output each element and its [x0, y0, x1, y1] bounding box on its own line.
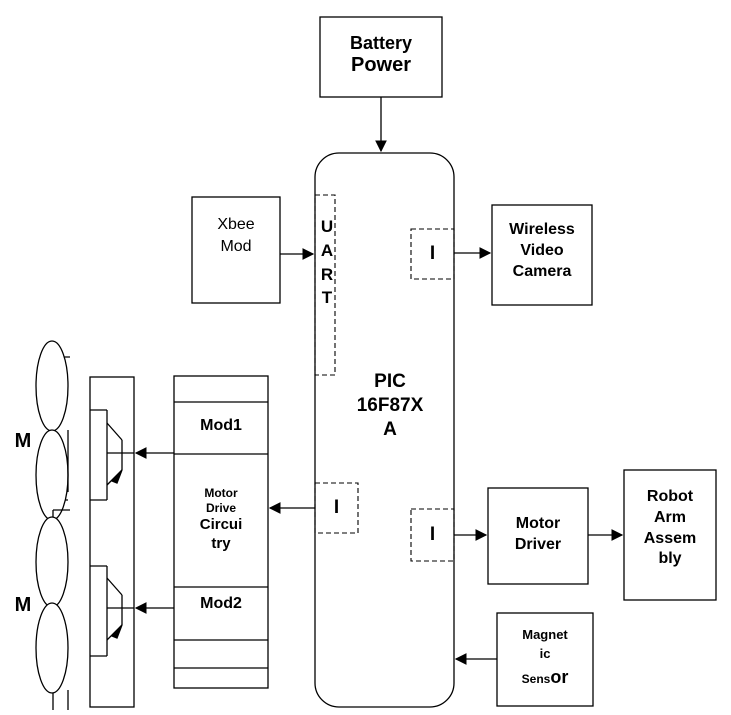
- magnetic-sensor-label: Magnet ic Sensor: [521, 627, 569, 687]
- motor-bottom: [35, 509, 70, 710]
- motor-driver-box: [487, 487, 589, 585]
- mod2-label: Mod2: [200, 595, 242, 612]
- motor-drive-label: Motor Drive Circui try: [199, 486, 243, 552]
- mod1-label: Mod1: [200, 417, 242, 434]
- xbee-box: [191, 196, 281, 304]
- uart-port: [314, 194, 336, 376]
- motor-label-bottom: M: [14, 594, 32, 616]
- magnetic-sensor-box: [496, 612, 594, 707]
- xbee-label: Xbee Mod: [217, 216, 255, 255]
- motor-driver-label: Motor Driver: [514, 515, 562, 553]
- io-label-motor-drive: I: [333, 497, 340, 518]
- battery-box: [319, 16, 443, 98]
- motor-top: [35, 340, 70, 521]
- robot-arm-box: [623, 469, 717, 601]
- motor-label-top: M: [14, 430, 32, 452]
- pic-block: [314, 152, 455, 708]
- battery-label: Battery Power: [349, 33, 413, 76]
- robot-arm-label: Robot Arm Assem bly: [643, 488, 697, 568]
- io-port-camera: [410, 228, 455, 280]
- pic-label: PIC 16F87X A: [356, 371, 424, 440]
- transistor-stage: [89, 376, 135, 708]
- camera-label: Wireless Video Camera: [509, 221, 575, 280]
- io-label-motor-driver: I: [429, 524, 436, 545]
- io-label-camera: I: [429, 243, 436, 264]
- camera-box: [491, 204, 593, 306]
- motor-drive-block: [173, 375, 269, 689]
- uart-label: U A R T: [320, 217, 334, 308]
